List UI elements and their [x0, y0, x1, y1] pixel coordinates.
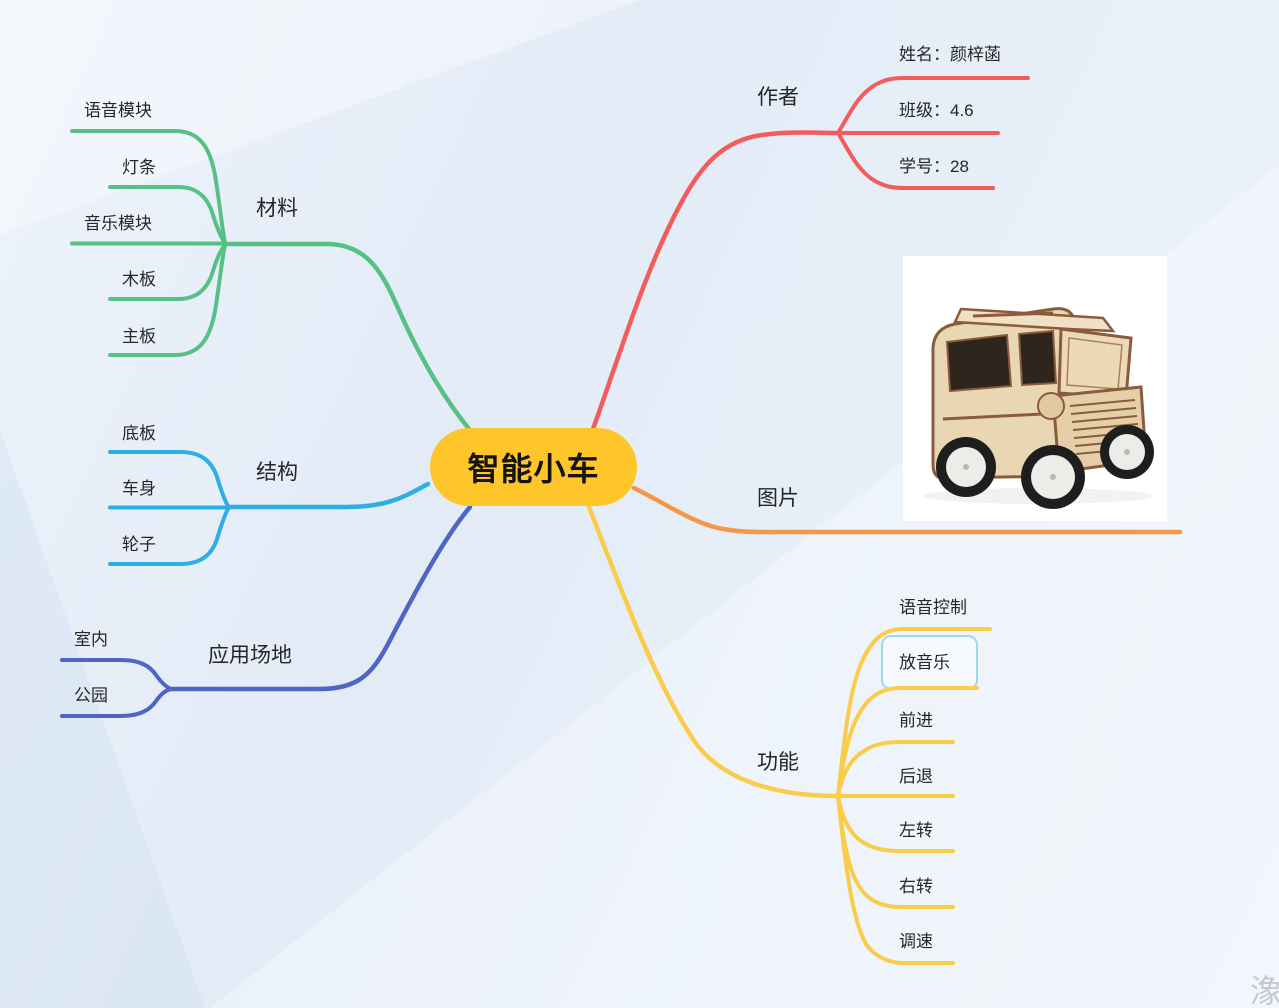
material-child-line-main-board: [108, 243, 227, 357]
child-label-turn-right[interactable]: 右转: [899, 877, 933, 896]
function-child-line-play-music: [836, 686, 979, 798]
background-triangle: [0, 430, 205, 1008]
child-label-speed-adjust[interactable]: 调速: [899, 932, 933, 951]
child-label-indoor[interactable]: 室内: [74, 630, 108, 649]
branch-label-material[interactable]: 材料: [256, 197, 298, 220]
function-child-line-turn-left: [836, 794, 955, 853]
child-label-backward[interactable]: 后退: [899, 767, 933, 786]
picture-branch-line: [631, 485, 1183, 535]
material-child-line-wood-board: [108, 243, 227, 301]
branch-label-picture[interactable]: 图片: [757, 487, 799, 510]
background-triangle: [0, 0, 640, 235]
author-child-line-student-number: [836, 131, 995, 190]
branch-label-author[interactable]: 作者: [757, 86, 799, 109]
child-label-voice-control[interactable]: 语音控制: [899, 598, 967, 617]
branch-label-structure[interactable]: 结构: [256, 461, 298, 484]
material-branch-line: [222, 241, 472, 432]
venue-child-line-park: [60, 687, 173, 718]
structure-child-line-bottom-board: [108, 450, 230, 508]
child-label-turn-left[interactable]: 左转: [899, 821, 933, 840]
child-label-park[interactable]: 公园: [74, 686, 108, 705]
venue-child-line-indoor: [60, 658, 173, 691]
function-branch-line: [586, 504, 841, 799]
child-label-author-number[interactable]: 学号：28: [899, 157, 969, 176]
child-label-light-strip[interactable]: 灯条: [122, 158, 156, 177]
child-label-forward[interactable]: 前进: [899, 711, 933, 730]
material-child-line-light-strip: [108, 185, 227, 245]
root-topic-label[interactable]: 智能小车: [467, 451, 600, 487]
child-label-main-board[interactable]: 主板: [122, 327, 156, 346]
attached-car-photo[interactable]: [903, 256, 1167, 521]
child-label-author-name[interactable]: 姓名：颜梓菡: [899, 45, 1001, 64]
branch-label-venue[interactable]: 应用场地: [208, 644, 292, 667]
author-child-line-name: [836, 76, 1030, 135]
structure-child-line-wheels: [108, 507, 230, 566]
child-label-car-body[interactable]: 车身: [122, 479, 156, 498]
child-label-wheels[interactable]: 轮子: [122, 535, 156, 554]
child-label-voice-module[interactable]: 语音模块: [84, 101, 152, 120]
wooden-car-illustration: [923, 307, 1154, 509]
corner-watermark: 潒: [1250, 973, 1279, 1008]
structure-branch-line: [225, 481, 431, 510]
function-child-line-speed-adjust: [836, 794, 955, 965]
function-child-line-forward: [836, 740, 955, 798]
child-label-bottom-board[interactable]: 底板: [122, 424, 156, 443]
author-branch-line: [590, 130, 841, 432]
material-child-line-voice-module: [70, 129, 227, 245]
child-label-play-music[interactable]: 放音乐: [899, 653, 950, 672]
branch-label-function[interactable]: 功能: [757, 751, 799, 774]
child-label-author-class[interactable]: 班级：4.6: [899, 101, 974, 120]
child-label-wood-board[interactable]: 木板: [122, 270, 156, 289]
root-topic-pill[interactable]: [430, 428, 637, 506]
child-label-music-module[interactable]: 音乐模块: [84, 214, 152, 233]
venue-branch-line: [167, 504, 473, 692]
function-child-line-voice-control: [836, 627, 992, 798]
